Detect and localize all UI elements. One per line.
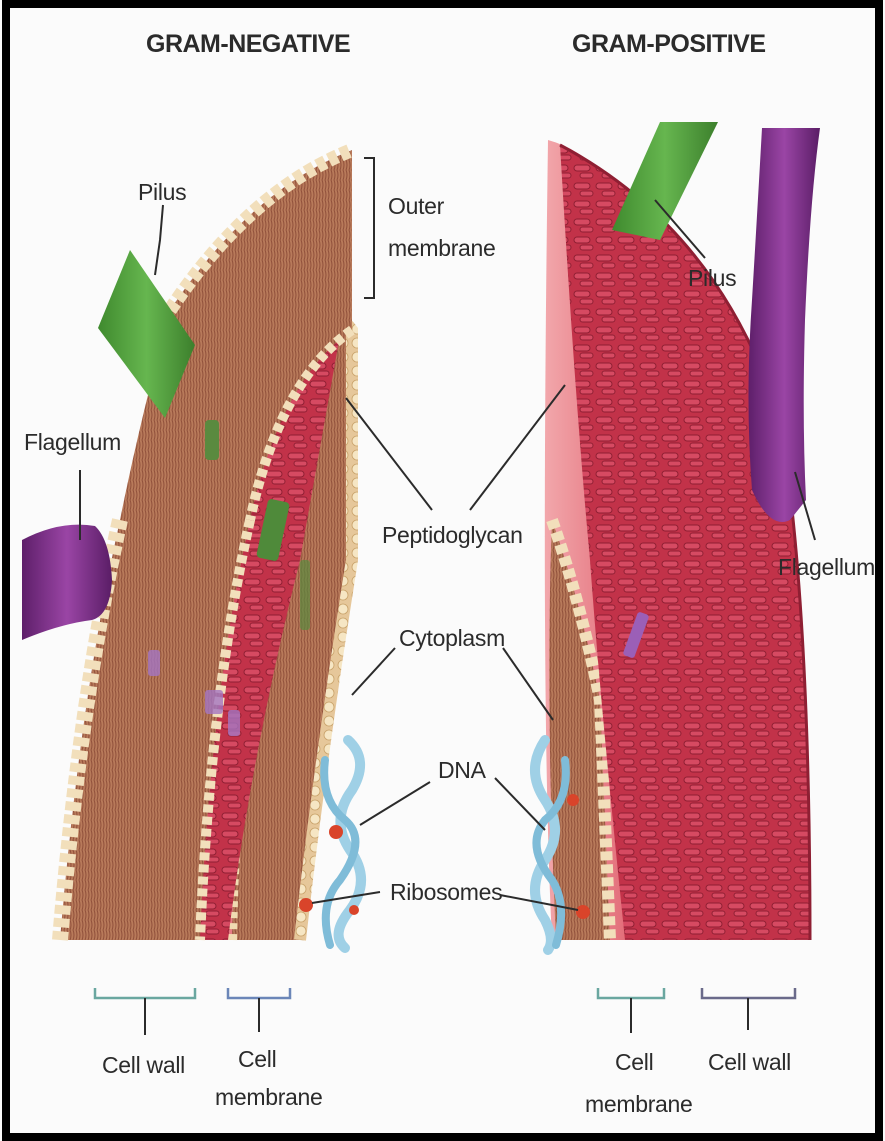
label-cell-wall-right: Cell wall: [708, 1049, 791, 1075]
label-peptidoglycan: Peptidoglycan: [382, 522, 523, 548]
label-ribosomes: Ribosomes: [390, 879, 502, 905]
label-pilus-right: Pilus: [688, 265, 736, 291]
label-cell-membrane-left-2: membrane: [215, 1084, 323, 1110]
ribosome-dot: [576, 905, 590, 919]
label-outer-membrane-2: membrane: [388, 235, 496, 261]
label-flagellum-right: Flagellum: [778, 554, 875, 580]
label-flagellum-left: Flagellum: [24, 429, 121, 455]
label-cytoplasm: Cytoplasm: [399, 625, 505, 651]
label-cell-wall-left: Cell wall: [102, 1052, 185, 1078]
label-pilus-left: Pilus: [138, 179, 186, 205]
label-cell-membrane-right-2: membrane: [585, 1091, 693, 1117]
ribosome-dot: [329, 825, 343, 839]
label-outer-membrane-1: Outer: [388, 193, 445, 219]
heading-gram-positive: GRAM-POSITIVE: [572, 30, 766, 58]
ribosome-dot: [349, 905, 359, 915]
label-cell-membrane-left-1: Cell: [238, 1046, 276, 1072]
heading-gram-negative: GRAM-NEGATIVE: [146, 30, 350, 58]
label-dna: DNA: [438, 757, 487, 783]
label-cell-membrane-right-1: Cell: [615, 1049, 653, 1075]
ribosome-dot: [299, 898, 313, 912]
ribosome-dot: [567, 794, 579, 806]
